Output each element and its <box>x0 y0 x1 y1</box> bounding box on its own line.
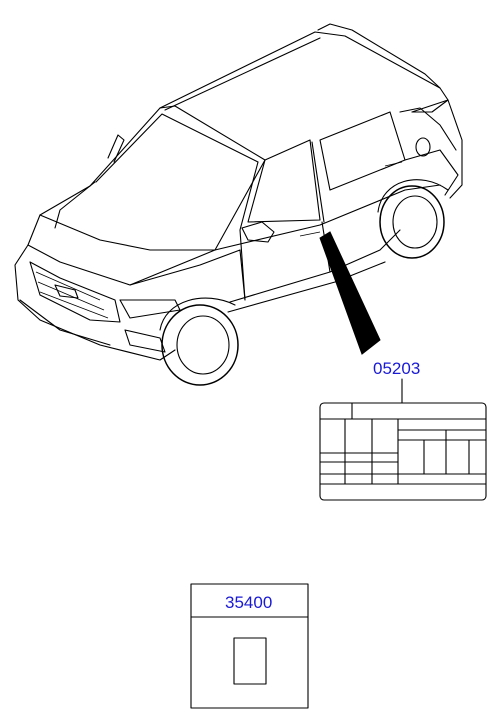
part-number-05203[interactable]: 05203 <box>373 359 420 378</box>
vehicle-illustration <box>14 23 463 386</box>
part-05203-group: 05203 <box>319 359 487 501</box>
part-number-35400[interactable]: 35400 <box>225 593 272 612</box>
door-label-diagram <box>319 402 487 501</box>
small-label-diagram <box>233 637 267 685</box>
callout-pointer-05203 <box>319 231 381 355</box>
part-35400-group: 35400 <box>190 583 309 709</box>
